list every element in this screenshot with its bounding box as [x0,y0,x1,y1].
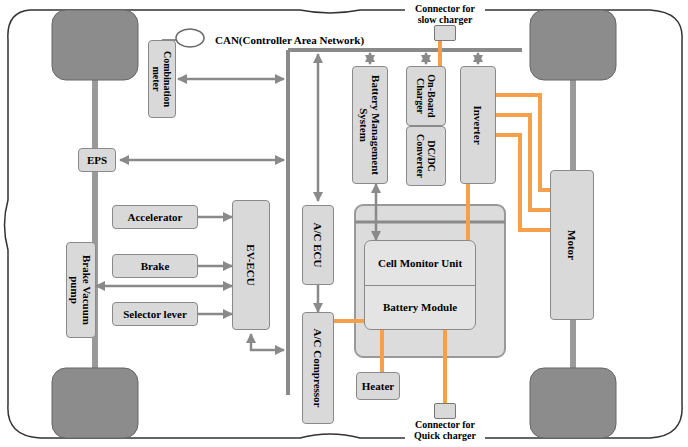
steering-wheel [176,29,204,47]
component-label: Battery Module [365,286,475,330]
rotated-text: Brake Vacuum pump [69,246,93,334]
component-label: Motor [566,174,578,316]
meter-box: Combination meter [148,40,176,118]
pack-bus [355,221,505,224]
component-label: EPS [87,154,107,166]
battery-module-box: Cell Monitor UnitBattery Module [364,240,476,330]
signal-arrow [198,265,232,268]
rotated-text: On-Board Charger [415,70,437,122]
converter-box: DC/DC Converter [406,126,446,186]
power-wire [380,330,384,372]
rotated-text: A/C Compressor [312,316,324,420]
connector-socket [434,25,456,41]
bus-label: CAN(Controller Area Network) [215,34,364,47]
eps-box: EPS [78,148,116,172]
heater-box: Heater [356,372,400,400]
wheel [52,10,138,80]
can-link [369,53,372,64]
bms-box: Battery Management System [352,66,388,184]
can-link [251,334,284,350]
signal-arrow [198,313,232,316]
power-wire [496,135,550,230]
wheel [530,10,616,80]
rotated-text: Inverter [472,70,484,180]
battery-pack [355,205,505,357]
car-body [5,10,683,438]
wheel [530,368,616,438]
component-label: Cell Monitor Unit [365,241,475,286]
power-wire [438,41,442,66]
can-link [477,53,480,64]
compressor-box: A/C Compressor [302,312,334,424]
inverter-box: Inverter [460,66,496,184]
rotated-text: Battery Management System [358,70,382,180]
connector-socket [434,403,456,419]
input-box: Selector lever [112,302,198,326]
component-label: Connector for Quick charger [405,419,485,441]
charge-connector: Connector for slow charger [405,3,485,41]
component-label: Selector lever [123,308,187,320]
component-label: On-Board Charger [415,70,437,122]
component-label: Heater [362,380,394,392]
component-label: A/C Compressor [312,316,324,420]
ecu-box: EV-ECU [232,200,270,330]
signal-arrow [375,184,378,240]
pump-box: Brake Vacuum pump [66,242,96,338]
rotated-text: Combination meter [151,44,173,114]
charger-box: On-Board Charger [406,66,446,126]
can-link [425,53,428,64]
component-label: Inverter [472,70,484,180]
motor-box: Motor [550,170,594,320]
wheel [52,368,138,438]
rotated-text: Motor [566,174,578,316]
component-label: EV-ECU [245,204,257,326]
charge-connector: Connector for Quick charger [405,403,485,441]
rotated-text: DC/DC Converter [415,130,437,182]
component-label: Battery Management System [358,70,382,180]
component-label: Connector for slow charger [405,3,485,25]
power-wire [496,115,550,210]
component-label: A/C ECU [312,209,324,281]
power-wire [334,319,364,323]
signal-arrow [96,285,232,288]
component-label: Brake [141,260,170,272]
power-wire [466,184,470,240]
input-box: Accelerator [112,205,198,229]
component-label: Brake Vacuum pump [69,246,93,334]
component-label: Combination meter [151,44,173,114]
can-link [120,159,284,162]
signal-arrow [317,285,320,312]
signal-arrow [198,216,232,219]
input-box: Brake [112,254,198,278]
ecu-box: A/C ECU [302,205,334,285]
rotated-text: EV-ECU [245,204,257,326]
can-link [317,54,320,201]
can-link [178,78,284,81]
power-wire [496,95,550,190]
rotated-text: A/C ECU [312,209,324,281]
component-label: DC/DC Converter [415,130,437,182]
component-label: Accelerator [128,211,183,223]
power-wire [443,330,447,403]
